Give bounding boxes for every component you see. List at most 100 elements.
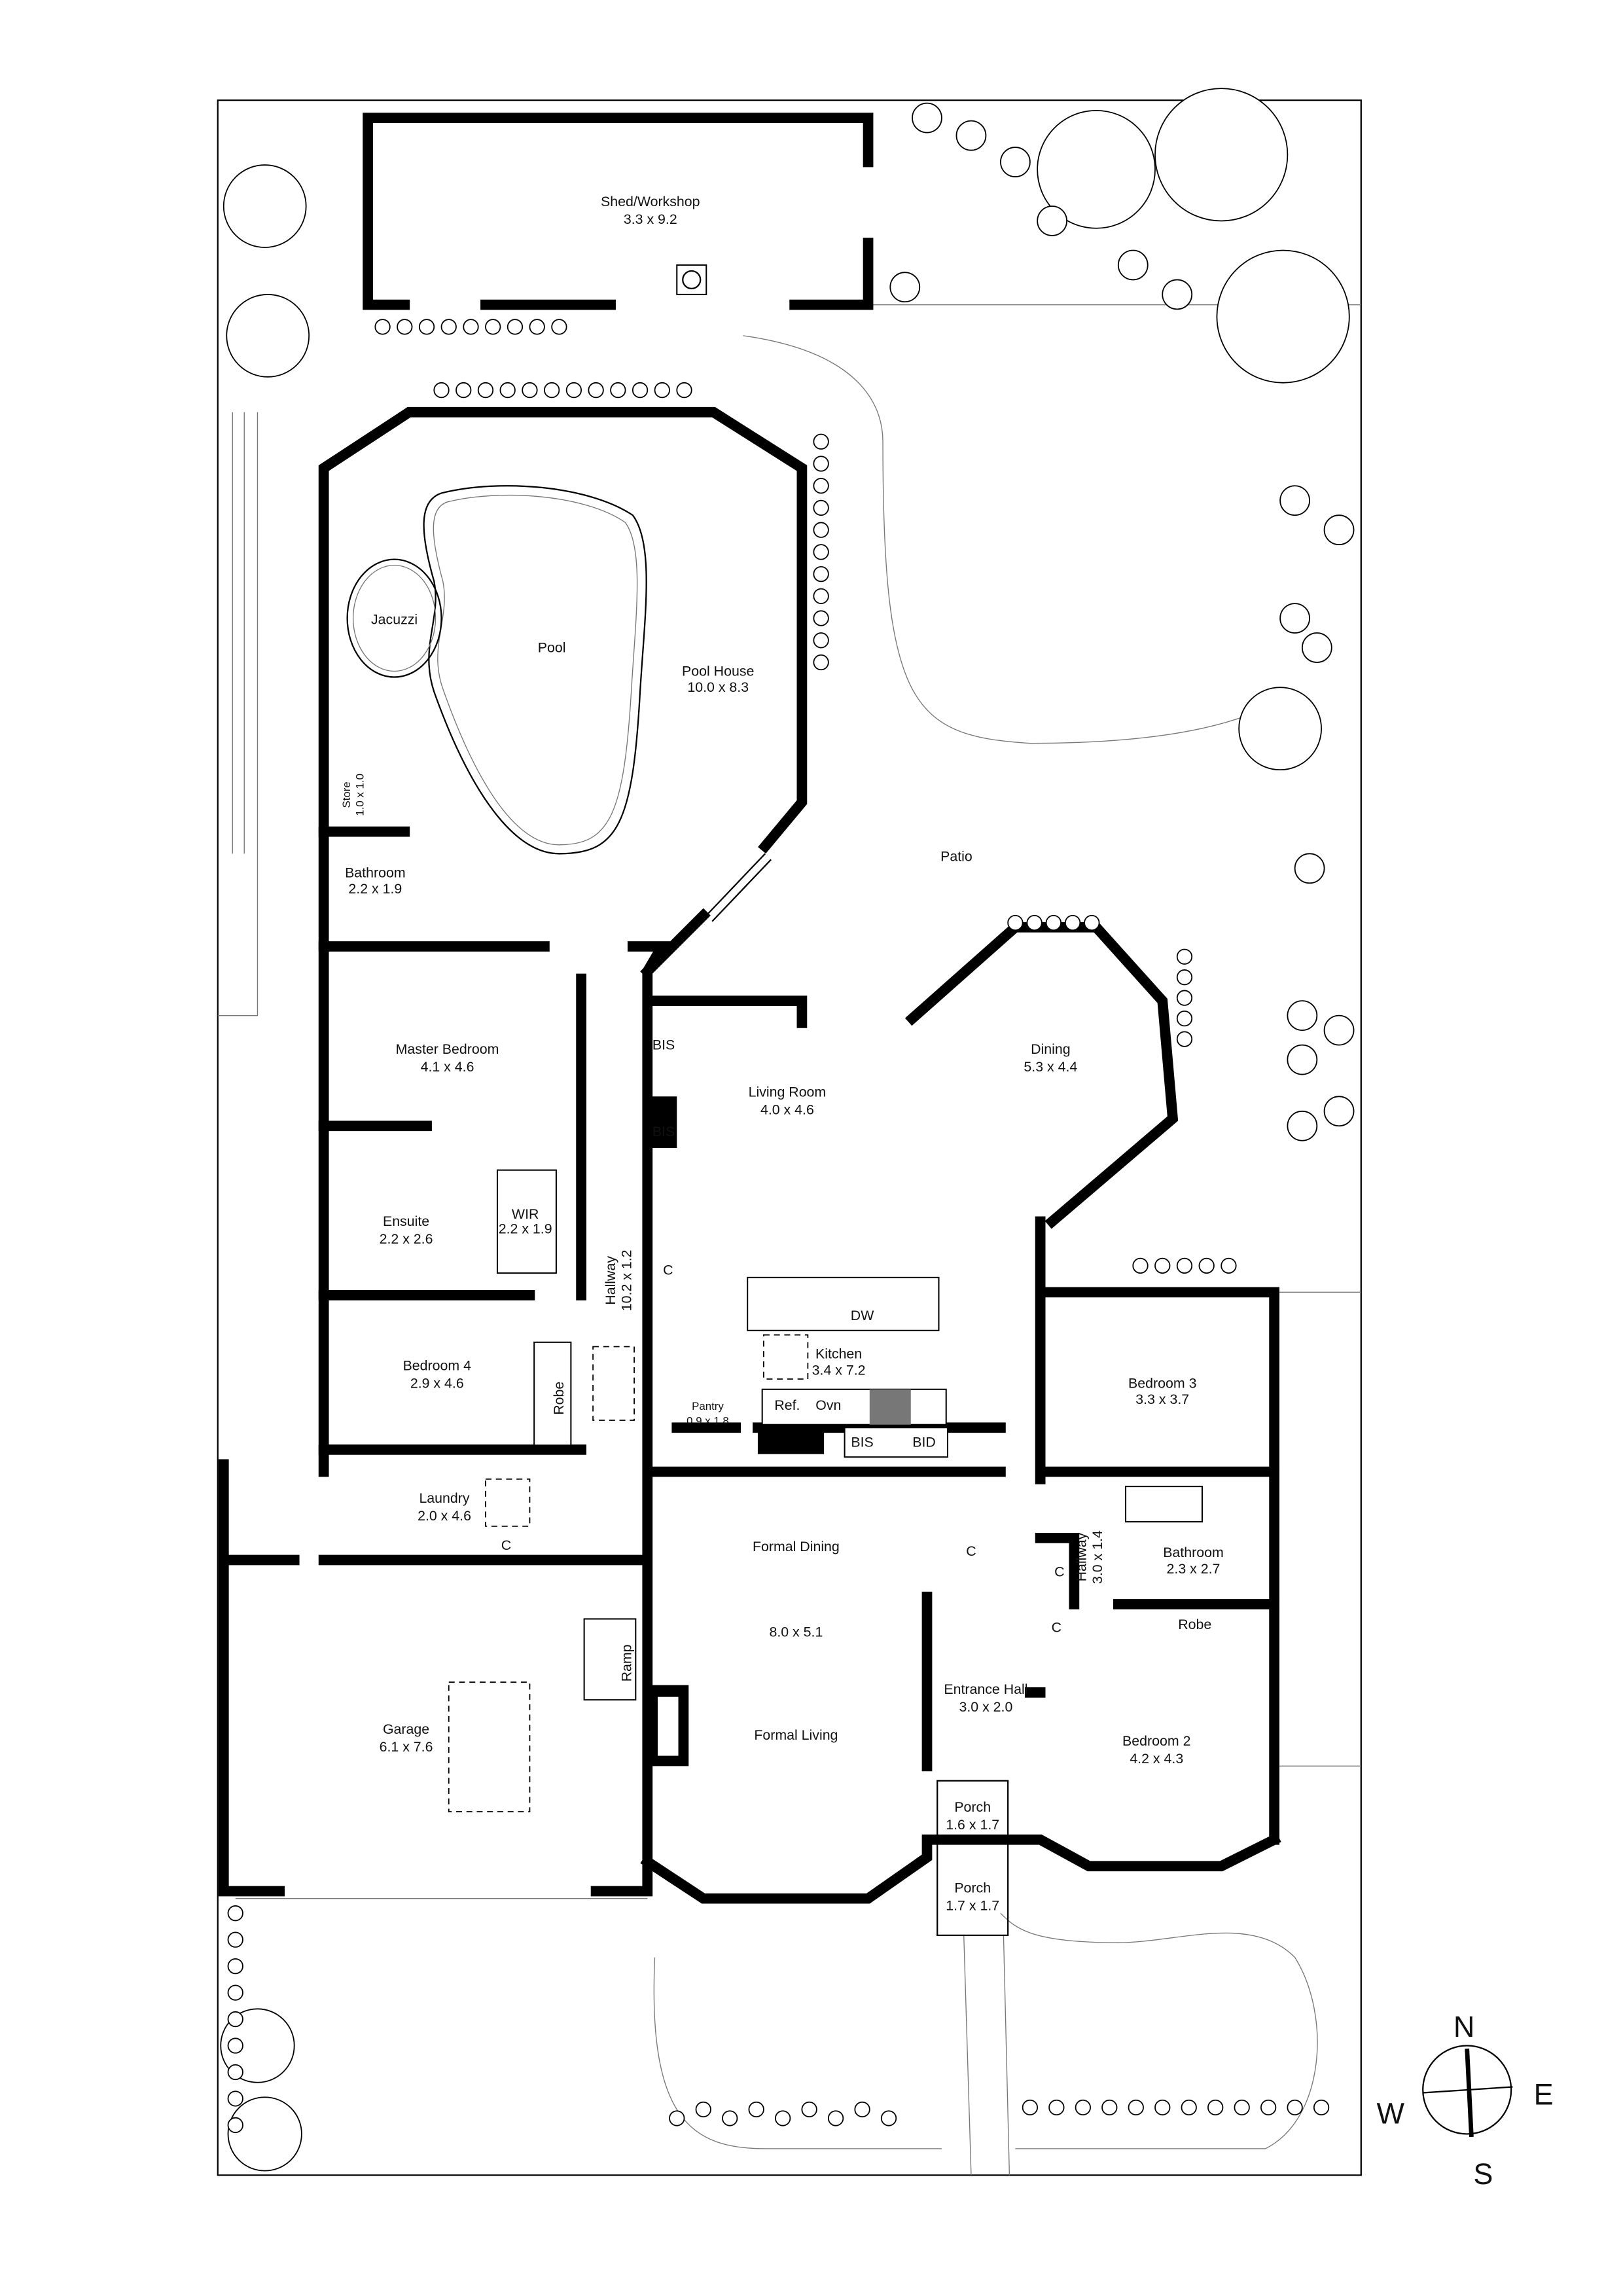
shrub-icon [485,319,501,335]
shrub-icon [813,433,829,450]
shrub-icon [227,2037,243,2054]
wir-dims: 2.2 x 1.9 [499,1221,552,1236]
shrub-icon [1176,969,1193,986]
bathroom1-dims: 2.2 x 1.9 [348,881,402,897]
pool-house-dims: 10.0 x 8.3 [687,679,749,695]
shrub-icon [695,2101,711,2118]
shrub-icon [669,2110,685,2126]
tree-icon [1238,687,1322,771]
shrub-icon [1313,2099,1330,2116]
shrub-icon [813,632,829,649]
shrub-icon [676,382,692,399]
shrub-icon [813,456,829,472]
hallway2-name: Hallway [1073,1532,1089,1581]
shrub-icon [529,319,545,335]
shrub-icon [1176,1031,1193,1047]
shrub-icon [507,319,524,335]
compass-ring [1422,2045,1512,2135]
room-labels: Shed/Workshop 3.3 x 9.2 Pool Jacuzzi Poo… [340,194,1224,1914]
living-dims: 4.0 x 4.6 [760,1102,814,1117]
shrub-icon [227,1958,243,1975]
compass: N E S W [1377,2010,1554,2191]
pool-house-walls [318,406,808,1477]
jacuzzi-name: Jacuzzi [371,612,418,628]
bedroom4-name: Bedroom 4 [403,1358,472,1374]
shrub-icon [374,319,391,335]
fireplace-living [647,1096,677,1148]
bush-icon [1162,279,1193,310]
shrub-icon [418,319,435,335]
bush-icon [1117,249,1149,281]
hallway1-name: Hallway [603,1256,618,1305]
bush-icon [1037,206,1067,236]
shrub-icon [1007,914,1024,931]
shed-walls [363,113,874,310]
shrub-icon [1075,2099,1091,2116]
shrub-icon [433,382,450,399]
shrub-icon [610,382,626,399]
shrub-icon [440,319,457,335]
bedroom2-dims: 4.2 x 4.3 [1130,1751,1183,1767]
shrub-icon [397,319,413,335]
shrub-icon [632,382,649,399]
tree-icon [1216,249,1350,384]
shrub-icon [813,654,829,671]
laundry-dims: 2.0 x 4.6 [418,1508,471,1524]
shrub-icon [1128,2099,1144,2116]
porch1-dims: 1.6 x 1.7 [946,1817,999,1833]
shrub-icon [544,382,560,399]
shed-dims: 3.3 x 9.2 [624,211,677,227]
cupboard-label: C [966,1543,976,1559]
pantry-name: Pantry [692,1400,724,1412]
entrance-dims: 3.0 x 2.0 [959,1699,1012,1715]
shrub-icon [227,2011,243,2028]
bedroom2-name: Bedroom 2 [1122,1733,1190,1749]
shrub-icon [1048,2099,1065,2116]
bedroom3-name: Bedroom 3 [1128,1375,1196,1391]
shrub-icon [1064,914,1081,931]
jacuzzi [346,558,442,678]
laundry-name: Laundry [419,1490,469,1506]
shrub-icon [463,319,479,335]
shrub-icon [227,1984,243,2001]
shrub-icon [654,382,670,399]
patio-door [705,853,772,922]
pool-outline [423,485,647,855]
garage-name: Garage [383,1721,429,1737]
bush-icon [912,102,942,134]
shrub-icon [1132,1257,1149,1274]
shrub-icon [1045,914,1062,931]
compass-south: S [1473,2157,1493,2191]
shrub-icon [1198,1257,1215,1274]
formal-living-name: Formal Living [754,1727,838,1743]
master-dims: 4.1 x 4.6 [421,1059,474,1075]
shrub-icon [551,319,567,335]
wir-name: WIR [512,1206,539,1222]
shed-name: Shed/Workshop [601,194,700,209]
garden-plants [220,88,1355,2172]
shrub-icon [880,2110,897,2126]
oven-label: Ovn [815,1397,841,1413]
bush-icon [955,120,987,151]
bush-icon [1323,1014,1355,1046]
shrub-icon [813,522,829,538]
bush-icon [1287,1044,1318,1075]
cupboard-label: C [1052,1620,1061,1636]
kitchen-bench-block [757,1424,825,1454]
bathroom1-name: Bathroom [345,865,406,880]
shrub-icon [588,382,604,399]
shrub-icon [801,2101,817,2118]
shrub-icon [455,382,472,399]
shrub-icon [227,1905,243,1922]
ramp-label: Ramp [619,1644,635,1681]
formal-dining-name: Formal Dining [753,1539,840,1554]
shrub-icon [813,478,829,494]
bush-icon [1287,1110,1318,1141]
water-heater [676,264,707,295]
shrub-icon [748,2101,764,2118]
bis-label: BIS [652,1124,675,1139]
shrub-icon [1084,914,1100,931]
pool-name: Pool [538,639,566,655]
bush-icon [1287,1000,1318,1031]
